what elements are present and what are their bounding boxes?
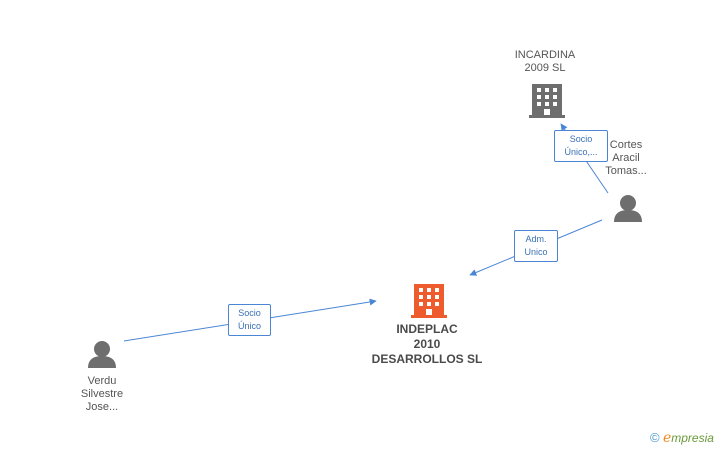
empresia-logo[interactable]: © empresia [650, 430, 714, 446]
node-name-line: Silvestre [80, 388, 124, 400]
node-name-line: 2009 SL [524, 62, 566, 74]
node-name-line: Verdu [87, 375, 117, 387]
node-label-incardina[interactable]: INCARDINA 2009 SL [505, 49, 585, 75]
node-name-line: 2010 [413, 337, 441, 351]
edge-label-line: Adm. [525, 234, 547, 244]
copyright-icon: © [650, 430, 660, 445]
node-name-line: INDEPLAC [396, 322, 458, 336]
brand-initial: e [662, 430, 672, 446]
building-icon[interactable] [411, 284, 447, 318]
node-label-main[interactable]: INDEPLAC 2010 DESARROLLOS SL [362, 322, 492, 367]
edge-label-line: Unico [524, 247, 548, 257]
edge-label-cortes-main[interactable]: Adm. Unico [514, 230, 558, 262]
node-label-verdu[interactable]: Verdu Silvestre Jose... [62, 375, 142, 414]
edge-label-cortes-incardina[interactable]: Socio Único,... [554, 130, 608, 162]
node-name-line: INCARDINA [514, 49, 576, 61]
node-name-line: Jose... [85, 401, 119, 413]
node-label-cortes[interactable]: Cortes Aracil Tomas... [596, 139, 656, 178]
node-name-line: Tomas... [605, 165, 647, 177]
node-name-line: Aracil [612, 152, 640, 164]
person-icon[interactable] [614, 195, 642, 222]
node-name-line: DESARROLLOS SL [371, 352, 483, 366]
building-icon[interactable] [529, 84, 565, 118]
brand-name: mpresia [671, 431, 714, 445]
edge-label-verdu-main[interactable]: Socio Único [228, 304, 271, 336]
node-name-line: Cortes [609, 139, 643, 151]
edge-label-line: Único,... [564, 147, 598, 157]
edge-label-line: Socio [238, 308, 261, 318]
person-icon[interactable] [88, 341, 116, 368]
edge-label-line: Único [237, 321, 261, 331]
edge-label-line: Socio [569, 134, 593, 144]
